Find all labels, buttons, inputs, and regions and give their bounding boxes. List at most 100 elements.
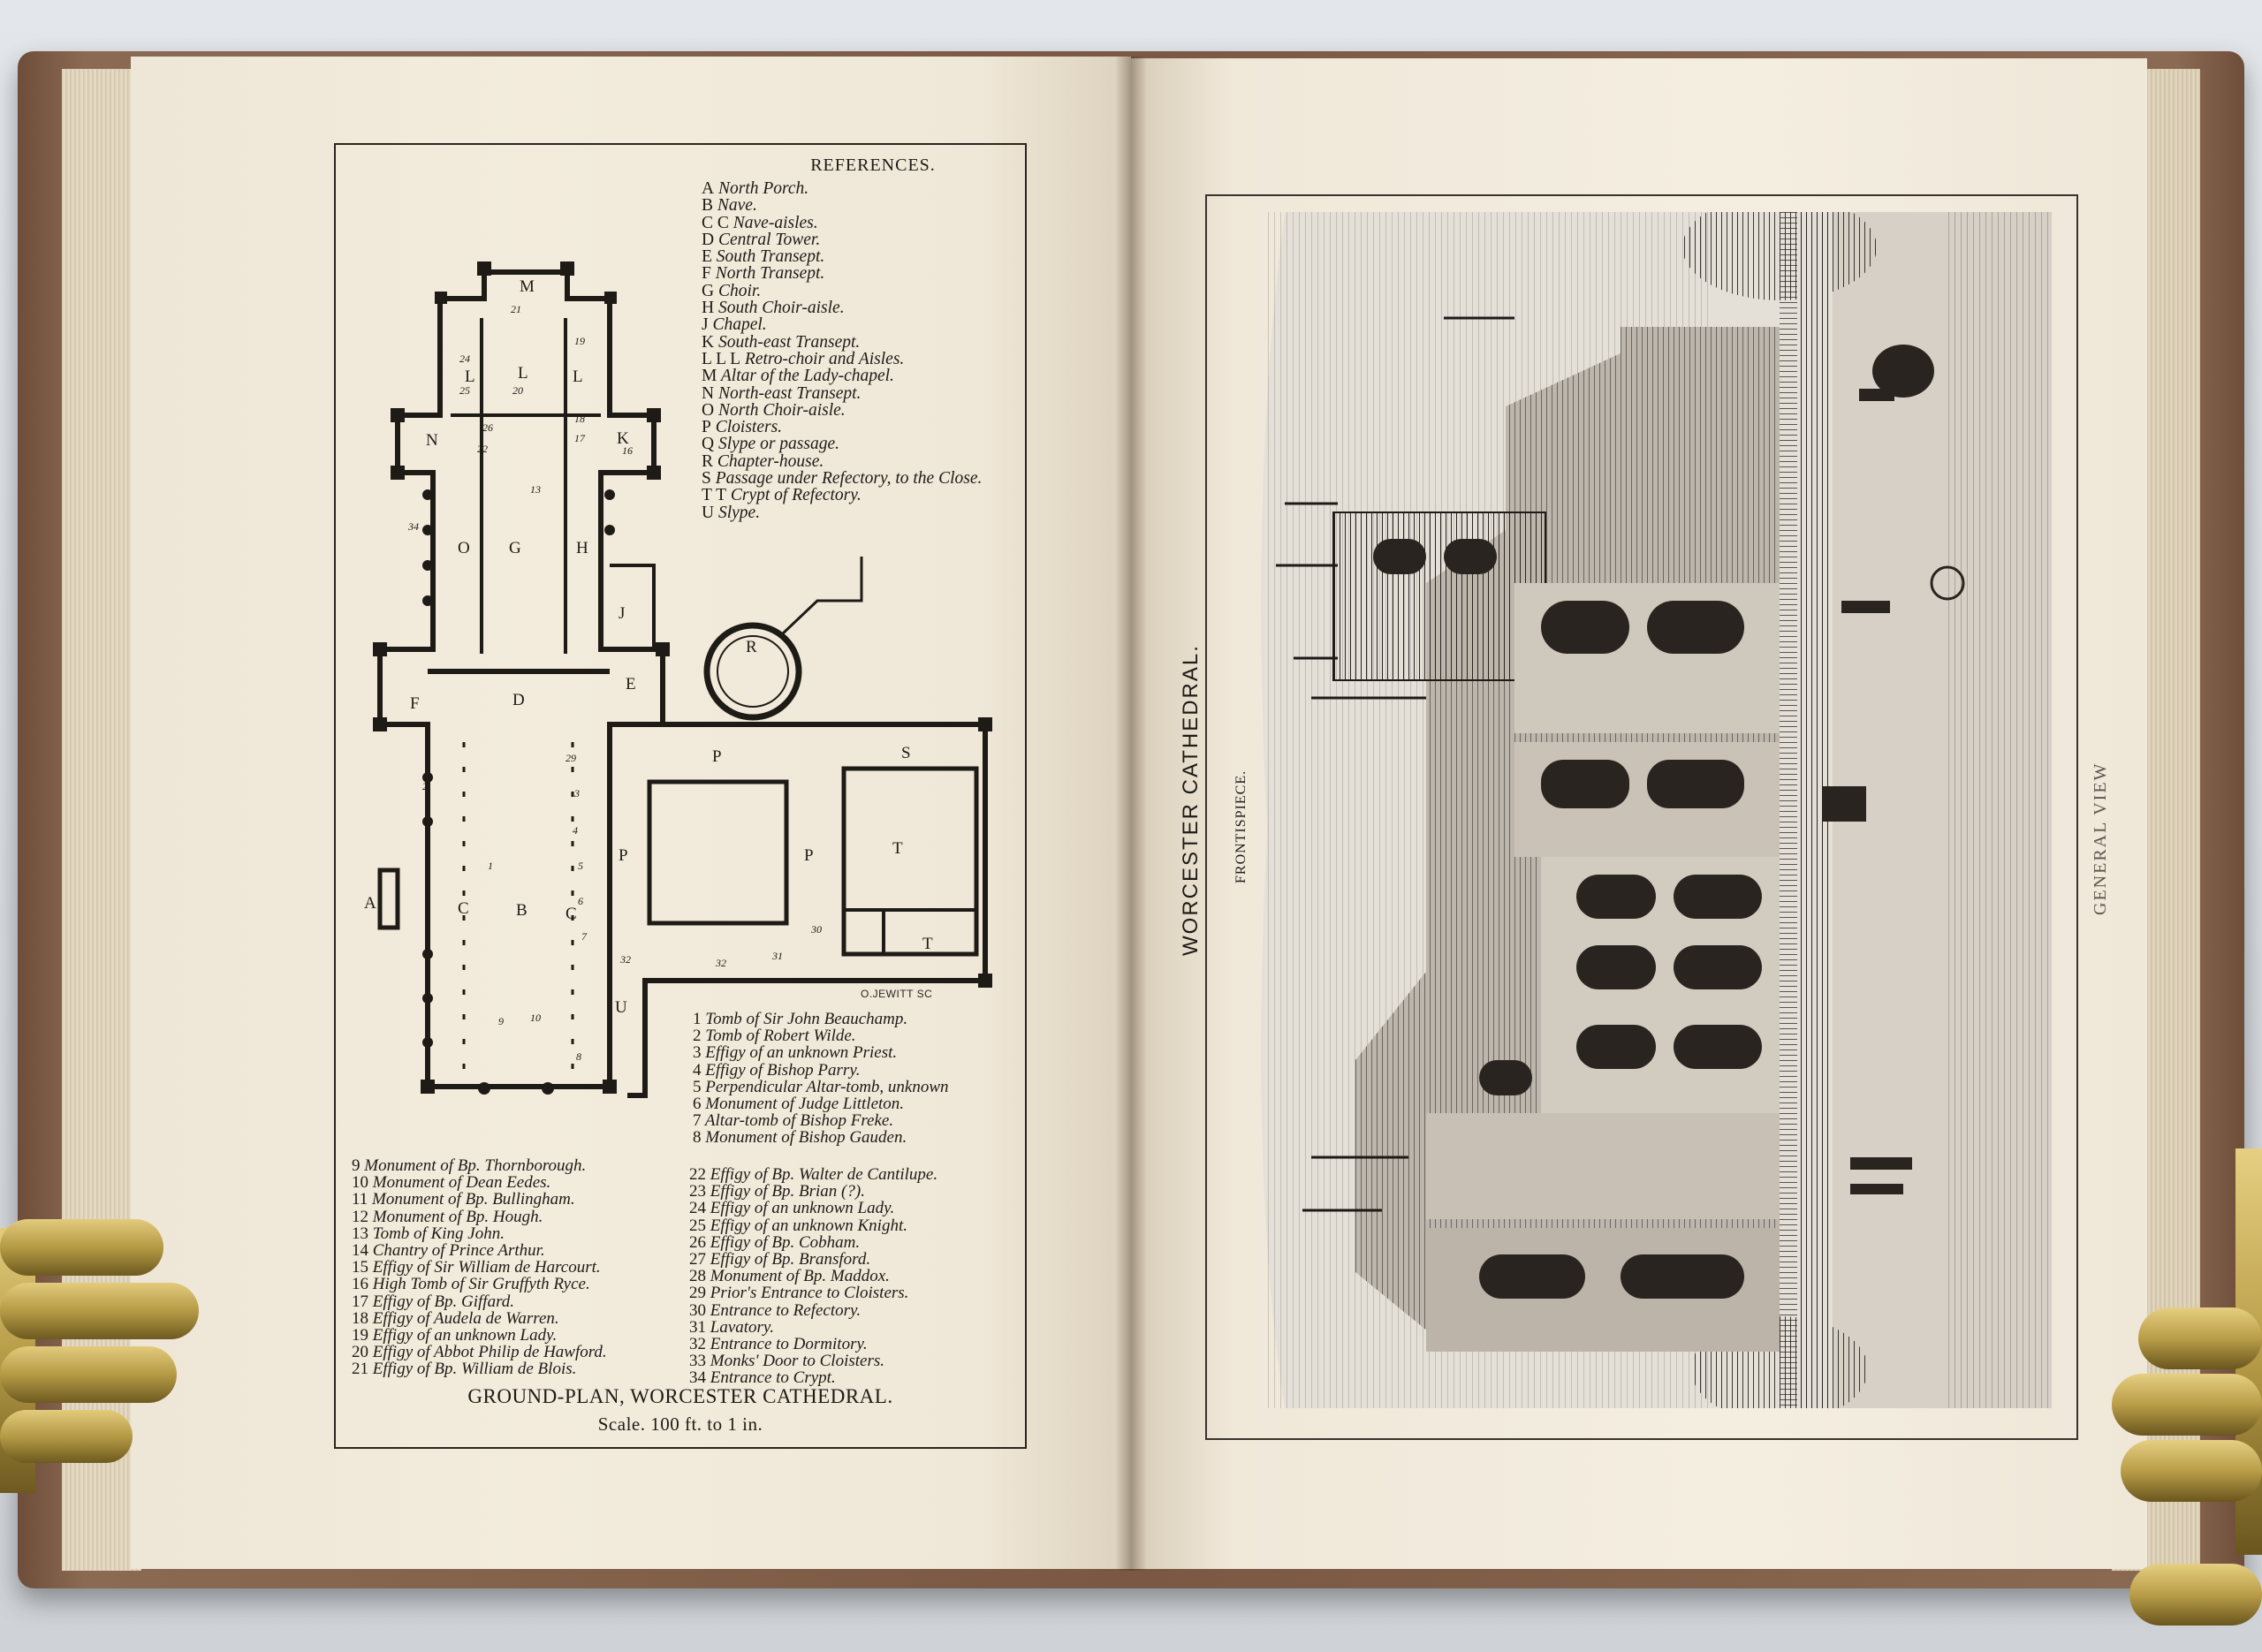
list-item: 11 Monument of Bp. Bullingham. (352, 1190, 575, 1209)
list-item: 14 Chantry of Prince Arthur. (352, 1241, 545, 1261)
plan-number: 4 (573, 824, 578, 837)
list-item: 16 High Tomb of Sir Gruffyth Ryce. (352, 1275, 590, 1294)
plate-title: WORCESTER CATHEDRAL. (1179, 644, 1203, 956)
list-item: D Central Tower. (702, 230, 821, 249)
plan-number: 2 (422, 780, 428, 792)
list-item: A North Porch. (702, 179, 809, 198)
list-item: G Choir. (702, 281, 762, 300)
list-item: M Altar of the Lady-chapel. (702, 367, 894, 386)
plan-label: C (458, 899, 469, 918)
plan-caption: GROUND-PLAN, WORCESTER CATHEDRAL. (467, 1385, 893, 1407)
plan-number: 13 (530, 483, 541, 496)
plan-number: 3 (573, 787, 580, 799)
list-item: 4 Effigy of Bishop Parry. (693, 1060, 861, 1080)
plan-label: P (619, 846, 628, 865)
plan-label: A (364, 894, 376, 913)
plan-number: 16 (622, 444, 633, 457)
references-heading: REFERENCES. (810, 155, 936, 175)
plan-number: 9 (498, 1015, 504, 1027)
list-item: 10 Monument of Dean Eedes. (352, 1173, 551, 1193)
list-item: 8 Monument of Bishop Gauden. (693, 1128, 907, 1148)
list-item: 7 Altar-tomb of Bishop Freke. (693, 1111, 894, 1131)
plan-label: F (410, 694, 420, 713)
plan-number: 24 (459, 352, 470, 365)
plan-number: 31 (771, 950, 783, 962)
list-item: U Slype. (702, 503, 761, 522)
plan-label: B (516, 901, 528, 920)
list-item: C C Nave-aisles. (702, 213, 818, 232)
list-item: 29 Prior's Entrance to Cloisters. (689, 1284, 909, 1303)
list-item: B Nave. (702, 196, 757, 216)
list-item: 28 Monument of Bp. Maddox. (689, 1267, 890, 1286)
brass-clip-right (2112, 1148, 2262, 1625)
list-item: L L L Retro-choir and Aisles. (702, 349, 905, 368)
list-item: P Cloisters. (702, 418, 783, 437)
references-list: A North Porch. B Nave. C C Nave-aisles. … (702, 180, 982, 521)
plan-label: S (901, 744, 911, 762)
plan-number: 6 (578, 895, 583, 907)
plan-label: K (617, 429, 629, 448)
plan-label: O (458, 539, 470, 557)
plate-frame (1205, 194, 2078, 1440)
list-item: 20 Effigy of Abbot Philip de Hawford. (352, 1343, 607, 1362)
numbered-list-b: 9 Monument of Bp. Thornborough. 10 Monum… (352, 1157, 607, 1378)
list-item: 33 Monks' Door to Cloisters. (689, 1352, 884, 1371)
plan-label: T (922, 935, 933, 953)
plan-number: 5 (578, 860, 583, 872)
list-item: 12 Monument of Bp. Hough. (352, 1207, 543, 1226)
plan-number: 30 (810, 923, 822, 936)
plan-number: 22 (477, 443, 488, 455)
plan-label: P (804, 846, 814, 865)
plan-number: 7 (581, 930, 588, 943)
numbered-list-c: 22 Effigy of Bp. Walter de Cantilupe. 23… (689, 1166, 937, 1387)
plan-number: 26 (482, 421, 493, 434)
plan-label: H (576, 539, 588, 557)
plan-scale: Scale. 100 ft. to 1 in. (597, 1413, 763, 1435)
plan-label: C (566, 905, 577, 923)
left-page (131, 57, 1131, 1569)
list-item: 23 Effigy of Bp. Brian (?). (689, 1182, 865, 1201)
list-item: F North Transept. (702, 264, 825, 284)
list-item: 13 Tomb of King John. (352, 1224, 505, 1243)
plan-number: 1 (488, 860, 493, 872)
plan-number: 8 (576, 1050, 581, 1063)
plan-number: 32 (619, 953, 631, 966)
list-item: 25 Effigy of an unknown Knight. (689, 1216, 907, 1235)
list-item: T T Crypt of Refectory. (702, 486, 862, 505)
plan-label: L (465, 368, 475, 386)
list-item: Q Slype or passage. (702, 435, 839, 454)
list-item: 5 Perpendicular Altar-tomb, unknown (693, 1077, 949, 1096)
list-item: J Chapel. (702, 315, 767, 335)
numbered-list-a: 1 Tomb of Sir John Beauchamp. 2 Tomb of … (693, 1011, 949, 1147)
cathedral-engraving (1261, 212, 2052, 1408)
list-item: H South Choir-aisle. (702, 299, 845, 318)
plan-label: J (619, 604, 625, 623)
engraver-credit: O.JEWITT SC (861, 988, 933, 1000)
plan-number: 34 (407, 520, 419, 533)
brass-clip-left (0, 1219, 199, 1493)
plan-number: 10 (530, 1012, 541, 1024)
list-item: 22 Effigy of Bp. Walter de Cantilupe. (689, 1165, 938, 1184)
plan-label: D (512, 691, 525, 709)
list-item: N North-east Transept. (702, 383, 862, 403)
list-item: 31 Lavatory. (689, 1317, 775, 1337)
list-item: 6 Monument of Judge Littleton. (693, 1095, 905, 1114)
plan-label: G (509, 539, 521, 557)
list-item: 30 Entrance to Refectory. (689, 1300, 862, 1320)
plan-number: 25 (459, 384, 470, 397)
list-item: 26 Effigy of Bp. Cobham. (689, 1232, 861, 1252)
list-item: S Passage under Refectory, to the Close. (702, 469, 983, 489)
list-item: 32 Entrance to Dormitory. (689, 1335, 868, 1354)
plan-label: M (520, 277, 535, 296)
plan-label: U (615, 998, 627, 1017)
plate-subtitle: GENERAL VIEW (2091, 762, 2110, 915)
frontispiece-label: FRONTISPIECE. (1233, 769, 1249, 883)
plan-label: E (626, 675, 636, 693)
book-gutter (1115, 57, 1147, 1571)
plan-label: L (573, 368, 583, 386)
list-item: 24 Effigy of an unknown Lady. (689, 1199, 895, 1218)
list-item: 34 Entrance to Crypt. (689, 1368, 836, 1388)
plan-label: P (712, 747, 722, 766)
plan-number: 20 (512, 384, 523, 397)
list-item: 27 Effigy of Bp. Bransford. (689, 1250, 871, 1269)
